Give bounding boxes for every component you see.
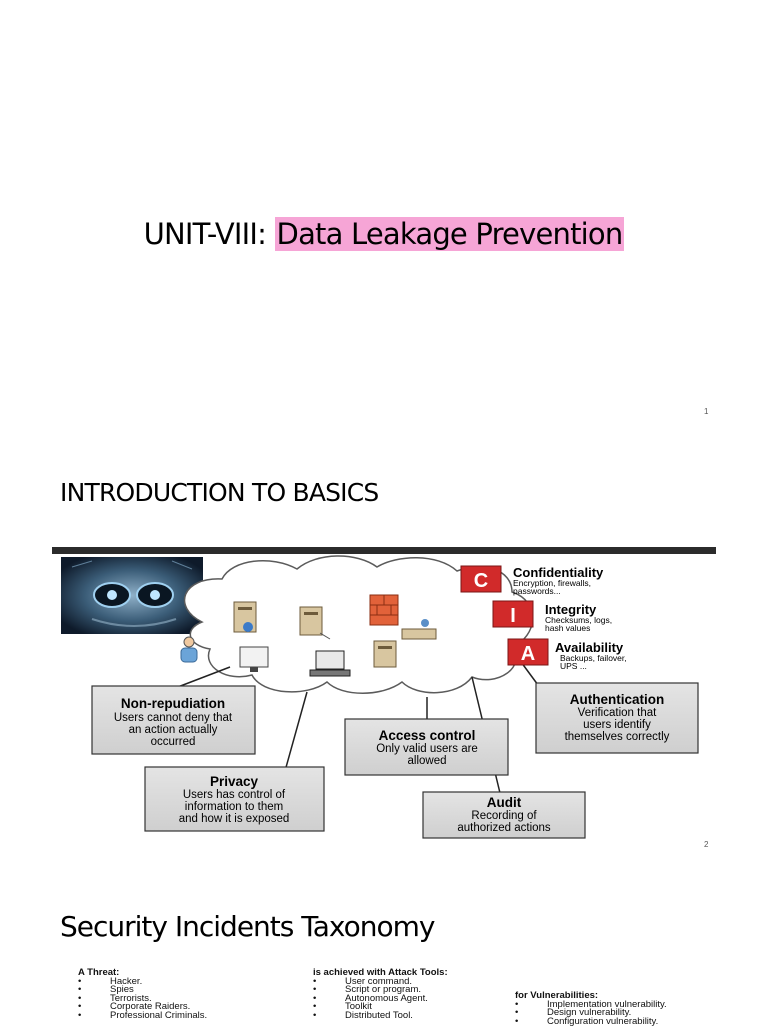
authentication-line: users identify [583, 719, 651, 731]
list-item: Script or program. [313, 985, 448, 995]
top-rule [52, 547, 716, 554]
non-repudiation-title: Non-repudiation [121, 696, 225, 711]
user-icon [180, 636, 198, 663]
security-basics-diagram: C Confidentiality Encryption, firewalls,… [52, 547, 716, 843]
firewall-icon [369, 594, 399, 626]
confidentiality-line1: Encryption, firewalls, [513, 578, 591, 588]
page-number: 1 [704, 407, 709, 416]
confidentiality-title: Confidentiality [513, 565, 604, 580]
non-repudiation-line: an action actually [129, 724, 218, 736]
access-control-title: Access control [379, 728, 476, 743]
user-at-desk-icon [401, 619, 437, 640]
list-item: Autonomous Agent. [313, 994, 448, 1004]
cia-letter-c: C [474, 570, 488, 592]
privacy-line: Users has control of [183, 789, 286, 801]
integrity-line1: Checksums, logs, [545, 615, 612, 625]
cia-letter-a: A [521, 643, 535, 665]
cia-integrity: I Integrity Checksums, logs, hash values [492, 600, 612, 633]
integrity-line2: hash values [545, 623, 590, 633]
integrity-title: Integrity [545, 602, 597, 617]
list-item: Implementation vulnerability. [515, 1000, 667, 1010]
access-control-line: Only valid users are [376, 743, 478, 755]
server-icon [233, 601, 257, 633]
audit-line: Recording of [471, 810, 537, 822]
threat-title: A Threat: [78, 967, 120, 978]
privacy-line: and how it is exposed [179, 813, 290, 825]
list-item: Spies [78, 985, 207, 995]
vulnerabilities-title: for Vulnerabilities: [515, 990, 599, 1001]
non-repudiation-line: Users cannot deny that [114, 712, 233, 724]
cyber-face-image [61, 557, 203, 634]
list-item: Terrorists. [78, 994, 207, 1004]
cia-letter-i: I [510, 605, 516, 627]
authentication-box: Authentication Verification that users i… [535, 682, 699, 754]
attack-tools-title: is achieved with Attack Tools: [313, 967, 448, 978]
list-item: Hacker. [78, 977, 207, 987]
privacy-box: Privacy Users has control of information… [144, 766, 325, 832]
confidentiality-line2: passwords... [513, 586, 561, 596]
access-control-box: Access control Only valid users are allo… [344, 718, 509, 776]
list-item: Toolkit [313, 1002, 448, 1012]
availability-line1: Backups, failover, [560, 653, 627, 663]
non-repudiation-line: occurred [151, 736, 196, 748]
workstation-icon [309, 650, 351, 677]
list-item: Configuration vulnerability. [515, 1017, 667, 1027]
authentication-line: Verification that [578, 707, 657, 719]
vulnerabilities-column: for Vulnerabilities: Implementation vuln… [515, 990, 667, 1027]
audit-box: Audit Recording of authorized actions [422, 791, 586, 839]
availability-line2: UPS ... [560, 661, 587, 671]
access-control-line: allowed [408, 755, 447, 767]
threat-column: A Threat: Hacker. Spies Terrorists. Corp… [78, 967, 207, 1021]
cia-confidentiality: C Confidentiality Encryption, firewalls,… [460, 565, 604, 596]
monitor-icon [239, 646, 269, 672]
privacy-line: information to them [185, 801, 283, 813]
attack-tools-column: is achieved with Attack Tools: User comm… [313, 967, 448, 1021]
audit-title: Audit [487, 795, 522, 810]
slide2-heading: INTRODUCTION TO BASICS [60, 478, 379, 507]
slide1-title-prefix: UNIT-VIII: [143, 217, 275, 251]
list-item: User command. [313, 977, 448, 987]
server-icon [299, 606, 331, 640]
cia-availability: A Availability Backups, failover, UPS ..… [507, 638, 627, 671]
list-item: Corporate Raiders. [78, 1002, 207, 1012]
server-icon [373, 640, 397, 668]
availability-title: Availability [555, 640, 624, 655]
page-number: 2 [704, 840, 709, 849]
list-item: Professional Criminals. [78, 1011, 207, 1021]
slide1-title-highlight: Data Leakage Prevention [274, 217, 625, 251]
list-item: Distributed Tool. [313, 1011, 448, 1021]
privacy-title: Privacy [210, 774, 259, 789]
authentication-line: themselves correctly [565, 731, 670, 743]
slide1-title: UNIT-VIII: Data Leakage Prevention [0, 212, 768, 256]
non-repudiation-box: Non-repudiation Users cannot deny that a… [91, 685, 256, 755]
audit-line: authorized actions [457, 822, 551, 834]
list-item: Design vulnerability. [515, 1008, 667, 1018]
authentication-title: Authentication [570, 692, 665, 707]
slide3-heading: Security Incidents Taxonomy [60, 910, 435, 943]
